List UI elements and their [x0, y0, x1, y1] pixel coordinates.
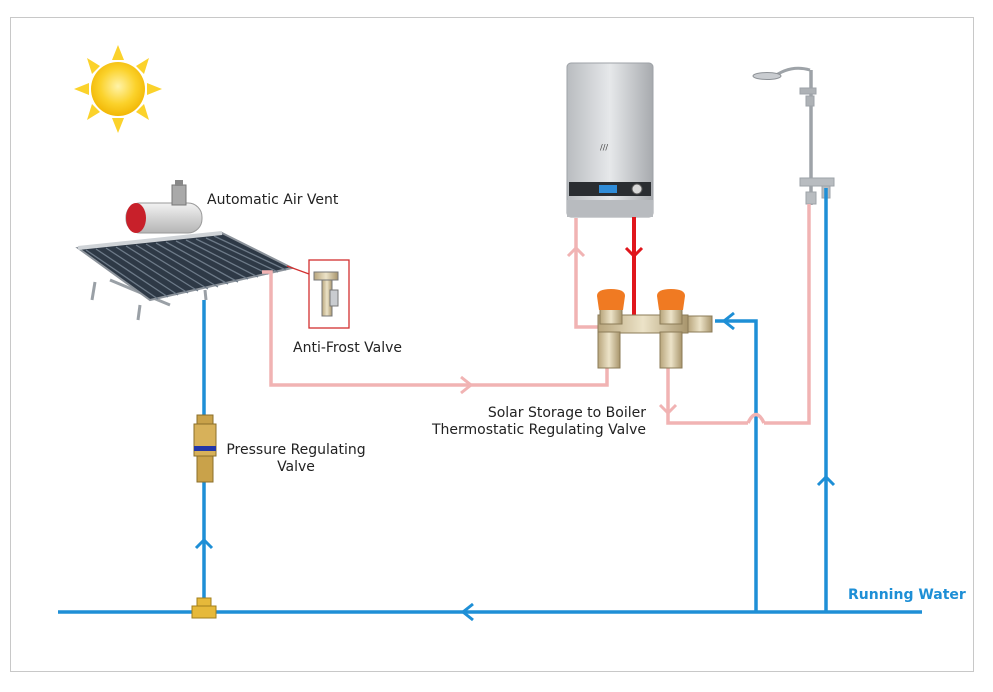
- svg-text:///: ///: [600, 143, 608, 152]
- diagram-frame: [10, 17, 974, 672]
- sun-icon: [74, 45, 162, 133]
- hot-water-pipe: [624, 217, 644, 331]
- label-pressure-line1: Pressure Regulating: [226, 442, 366, 458]
- label-thermostatic-valve: Solar Storage to Boiler Thermostatic Reg…: [430, 405, 646, 439]
- label-automatic-air-vent: Automatic Air Vent: [207, 192, 339, 208]
- label-thermo-line2: Thermostatic Regulating Valve: [431, 422, 646, 438]
- label-pressure-line2: Valve: [277, 459, 315, 475]
- boiler-icon: ///: [566, 62, 654, 218]
- thermostatic-valve-icon: [597, 289, 713, 369]
- label-thermo-line1: Solar Storage to Boiler: [487, 405, 646, 421]
- tee-fitting-icon: [191, 597, 217, 619]
- label-pressure-regulating-valve: Pressure Regulating Valve: [214, 442, 378, 476]
- solar-collector-icon: [75, 180, 295, 321]
- warm-water-pipes: [262, 204, 811, 425]
- anti-frost-valve-icon: [286, 259, 350, 329]
- shower-icon: [752, 66, 835, 205]
- flow-arrows-cold: [194, 311, 836, 622]
- label-anti-frost-valve: Anti-Frost Valve: [293, 340, 403, 356]
- flow-arrows-warm: [460, 245, 678, 416]
- label-running-water: Running Water: [848, 587, 966, 603]
- pressure-regulating-valve-icon: [193, 414, 217, 483]
